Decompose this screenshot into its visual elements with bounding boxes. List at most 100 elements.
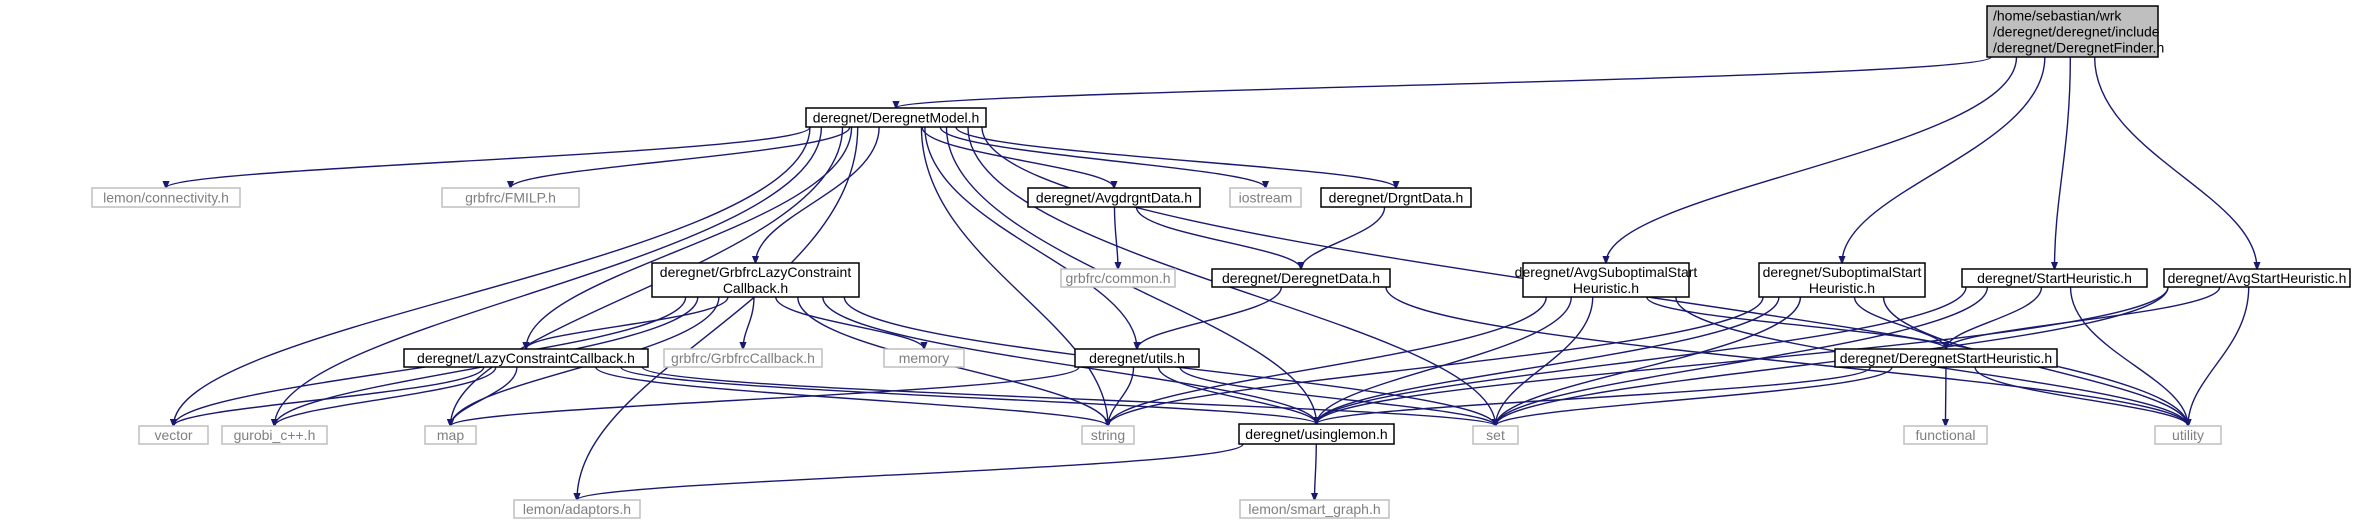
edge-model-to-grbfrclazy [756,126,880,263]
edge-dstart-to-usinglemon [1317,366,1872,424]
node-box [424,425,477,445]
node-lazy[interactable]: deregnet/LazyConstraintCallback.h [403,348,649,368]
edge-layer [166,56,2257,500]
edge-lazy-to-usinglemon [620,366,1317,424]
edge-finder-to-model [896,56,1992,108]
node-box [1238,423,1395,445]
edge-model-to-iostream [939,126,1265,188]
edge-grbfrclazy-to-memory [775,296,924,349]
node-startheur[interactable]: deregnet/StartHeuristic.h [1961,268,2148,288]
node-box [883,348,965,368]
edge-utils-to-usinglemon [1157,366,1317,424]
node-label: deregnet/DrgntData.h [1329,190,1464,206]
node-gurobi[interactable]: gurobi_c++.h [221,425,328,445]
node-label: lemon/smart_graph.h [1248,501,1380,517]
node-label: vector [154,427,192,443]
node-label: deregnet/StartHeuristic.h [1977,270,2132,286]
node-vector[interactable]: vector [138,425,209,445]
node-label: grbfrc/common.h [1065,270,1170,286]
node-avgstart[interactable]: deregnet/AvgStartHeuristic.h [2163,268,2351,288]
node-box [91,187,241,208]
node-smartgraph[interactable]: lemon/smart_graph.h [1239,499,1390,519]
node-set[interactable]: set [1472,425,1519,445]
node-label: deregnet/DeregnetStartHeuristic.h [1840,350,2052,366]
node-box [1758,262,1926,298]
edge-startheur-to-usinglemon [1317,286,1967,424]
edge-lazy-to-string [595,366,1108,426]
edge-utils-to-set [1179,366,1495,426]
node-box [221,425,328,445]
node-adaptors[interactable]: lemon/adaptors.h [513,499,641,519]
edge-grbfrclazy-to-grbfrccb [743,296,755,349]
edge-avgsubopt-to-usinglemon [1317,296,1572,424]
node-label: map [437,427,464,443]
node-box [1027,187,1201,208]
node-utility[interactable]: utility [2154,425,2222,445]
node-box [1986,5,2159,58]
node-functional[interactable]: functional [1903,425,1988,445]
edge-startheur-to-utility [2069,286,2188,426]
node-map[interactable]: map [424,425,477,445]
edge-model-to-vector [174,126,811,426]
edge-grbfrclazy-to-lazy [526,296,729,349]
edge-model-to-connectivity [166,126,811,188]
node-box [1903,425,1988,445]
node-layer: /home/sebastian/wrk/deregnet/deregnet/in… [91,5,2351,519]
node-label: utility [2172,427,2204,443]
node-finder[interactable]: /home/sebastian/wrk/deregnet/deregnet/in… [1986,5,2164,58]
node-box [1472,425,1519,445]
node-box [1229,187,1302,208]
node-label: lemon/adaptors.h [523,501,631,517]
edge-model-to-fmilp [511,126,851,188]
node-drgntdata[interactable]: deregnet/DrgntData.h [1320,187,1472,208]
node-fmilp[interactable]: grbfrc/FMILP.h [441,187,580,208]
node-utils[interactable]: deregnet/utils.h [1074,348,1200,368]
node-box [1060,268,1176,288]
node-model[interactable]: deregnet/DeregnetModel.h [805,107,987,128]
node-label: grbfrc/GrbfrcCallback.h [671,350,815,366]
node-connectivity[interactable]: lemon/connectivity.h [91,187,241,208]
edge-grbfrclazy-to-usinglemon [822,296,1317,424]
edge-model-to-adaptors [577,126,859,500]
node-box [1522,262,1690,298]
node-box [1320,187,1472,208]
node-grbfrccb[interactable]: grbfrc/GrbfrcCallback.h [663,348,823,368]
edge-avgsubopt-to-string [1108,296,1547,426]
node-usinglemon[interactable]: deregnet/usinglemon.h [1238,423,1395,445]
edge-lazy-to-vector [174,366,485,426]
node-label: deregnet/AvgStartHeuristic.h [2168,270,2347,286]
node-box [1211,268,1391,288]
edge-lazy-to-set [641,366,1495,426]
node-memory[interactable]: memory [883,348,965,368]
edge-model-to-string [920,126,1108,426]
edge-avgdrgnt-to-deregnetdata [1135,206,1301,269]
edge-dstart-to-set [1496,366,1893,426]
edge-avgstart-to-utility [2188,286,2250,426]
node-label: /deregnet/DeregnetFinder.h [1993,40,2164,56]
node-label: iostream [1239,190,1293,206]
node-avgdrgnt[interactable]: deregnet/AvgdrgntData.h [1027,187,1201,208]
node-string[interactable]: string [1081,425,1135,445]
node-deregnetdata[interactable]: deregnet/DeregnetData.h [1211,268,1391,288]
node-label: /home/sebastian/wrk [1993,8,2122,24]
edge-avgsubopt-to-dstart [1646,296,1946,349]
node-common[interactable]: grbfrc/common.h [1060,268,1176,288]
node-iostream[interactable]: iostream [1229,187,1302,208]
edge-dstart-to-utility [1974,366,2188,426]
node-label: deregnet/utils.h [1089,350,1185,366]
node-box [1081,425,1135,445]
node-box [663,348,823,368]
node-label: Callback.h [723,280,788,296]
edge-avgstart-to-dstart [1946,286,2221,349]
edge-startheur-to-set [1496,286,1989,426]
edge-finder-to-avgsubopt [1606,56,2018,263]
node-label: deregnet/SuboptimalStart [1763,264,1922,280]
edge-subopt-to-usinglemon [1317,296,1780,424]
node-box [403,348,649,368]
node-dstart[interactable]: deregnet/DeregnetStartHeuristic.h [1834,348,2058,368]
edge-model-to-utils [924,126,1137,349]
